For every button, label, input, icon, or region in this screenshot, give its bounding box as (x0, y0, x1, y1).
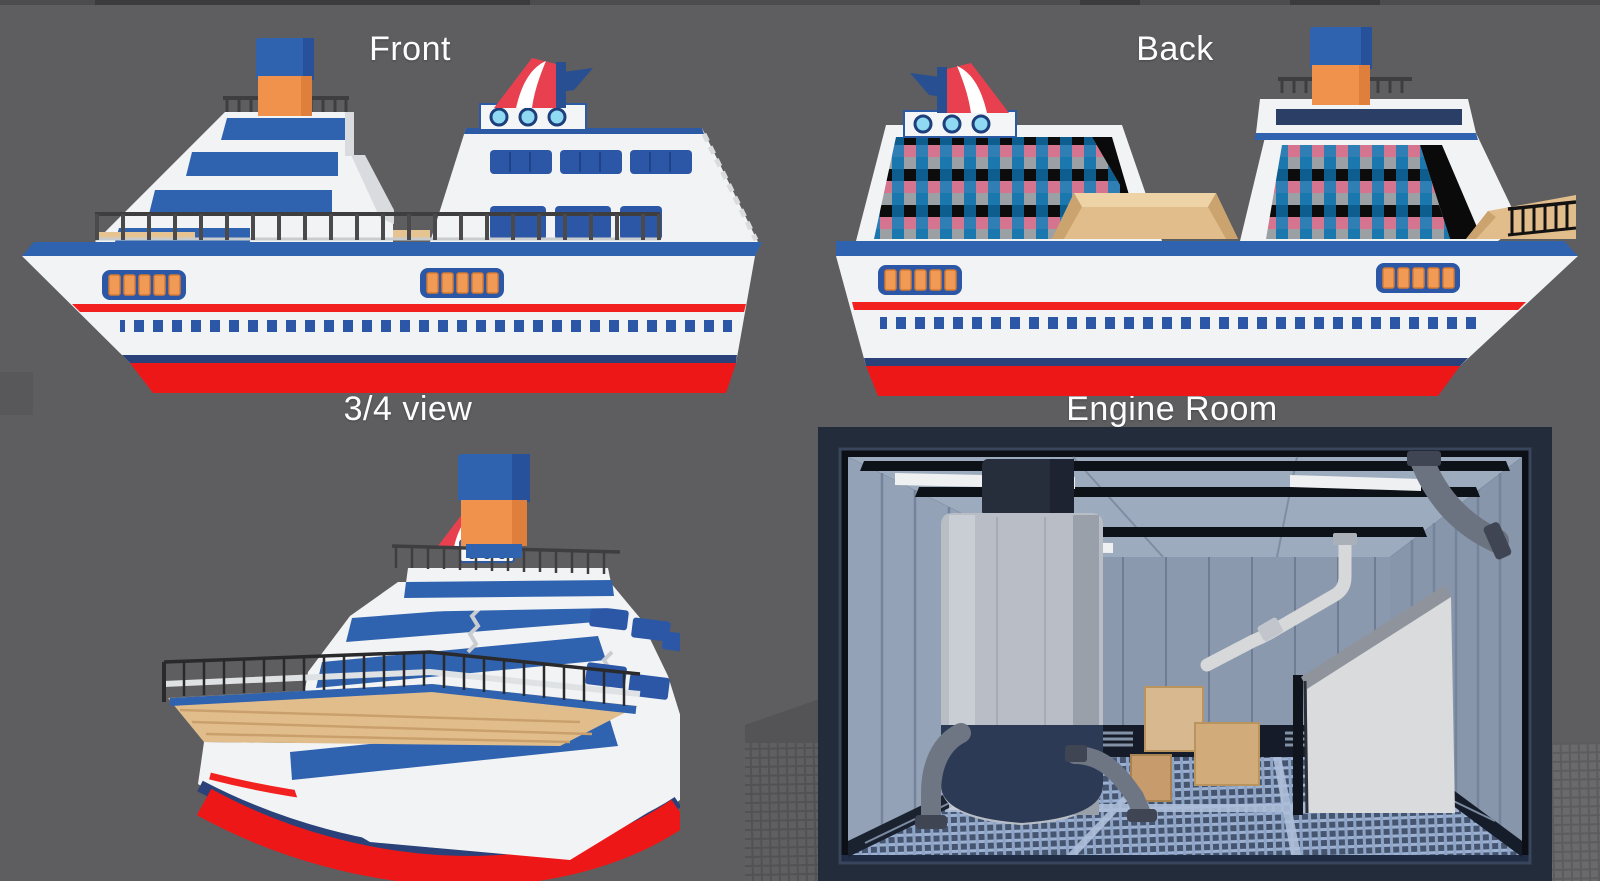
keel (196, 788, 680, 881)
window-slats (509, 152, 671, 172)
opening-lip (838, 447, 1532, 865)
block-funnel (256, 38, 314, 116)
hull (22, 242, 762, 393)
window-band-upper (490, 150, 692, 174)
whale-tail-funnel (910, 63, 1009, 113)
portholes (913, 114, 991, 134)
bow-railing (1507, 200, 1577, 237)
crates (1130, 686, 1260, 802)
lifeboat (1375, 262, 1461, 294)
boiler-leg-pipe (921, 723, 971, 829)
deck-trim (169, 683, 637, 714)
top-decks (391, 454, 621, 612)
plaid-panel (1266, 145, 1450, 239)
lifeboat (877, 264, 963, 296)
engine-room-view-label: Engine Room (1066, 390, 1278, 428)
duct-wedge (1293, 585, 1455, 815)
railing-posts (95, 214, 661, 240)
top-edge-segment (1290, 0, 1380, 5)
bow-deck (162, 650, 641, 746)
boiler (915, 459, 1157, 829)
three-quarter-view-label: 3/4 view (343, 390, 473, 428)
engine-room-panel (745, 425, 1600, 881)
three-quarter-view-render (162, 454, 680, 881)
back-view-label: Back (1136, 30, 1214, 68)
front-view-panel (20, 18, 780, 403)
plaid-panel (874, 137, 1120, 239)
keel (866, 366, 1460, 396)
promenade-deck (95, 212, 661, 241)
hull-red-stripe (72, 304, 746, 312)
hull-red-stripe (852, 302, 1526, 310)
portholes (489, 107, 567, 127)
top-edge-segment (1080, 0, 1140, 5)
large-grey-pipe (1407, 451, 1512, 560)
forward-superstructure (95, 38, 394, 242)
bow-deck (1466, 195, 1577, 239)
top-edge-artifact (0, 0, 1600, 5)
lifeboat (419, 267, 505, 299)
background-artifact (0, 372, 33, 415)
stern-steps (701, 132, 759, 242)
bow-railing (162, 650, 641, 706)
forward-superstructure (1240, 27, 1520, 241)
three-quarter-view-panel (140, 440, 680, 881)
hull (836, 241, 1578, 396)
block-funnel (458, 454, 530, 558)
front-view-render (22, 38, 762, 393)
ceiling-seams (1072, 456, 1298, 558)
ground-shadow (745, 697, 825, 881)
deck-planks (179, 708, 593, 744)
front-view-label: Front (369, 30, 451, 68)
whale-tail-funnel (494, 58, 593, 108)
back-view-panel (820, 13, 1580, 403)
window-band-lower (490, 206, 662, 240)
white-pipe (1200, 533, 1357, 672)
block-funnel (1310, 27, 1372, 105)
stair-step-edge (466, 606, 482, 654)
hull-window-row (880, 317, 1480, 329)
boiler-band (941, 725, 1103, 823)
engine-room-render (745, 427, 1600, 881)
hull-window-row (120, 320, 732, 332)
midship-deck (1052, 193, 1238, 239)
keel (130, 363, 736, 393)
back-view-render (836, 27, 1578, 396)
top-edge-segment (95, 0, 530, 5)
lifeboat (101, 269, 187, 301)
window-strip (1276, 109, 1462, 125)
